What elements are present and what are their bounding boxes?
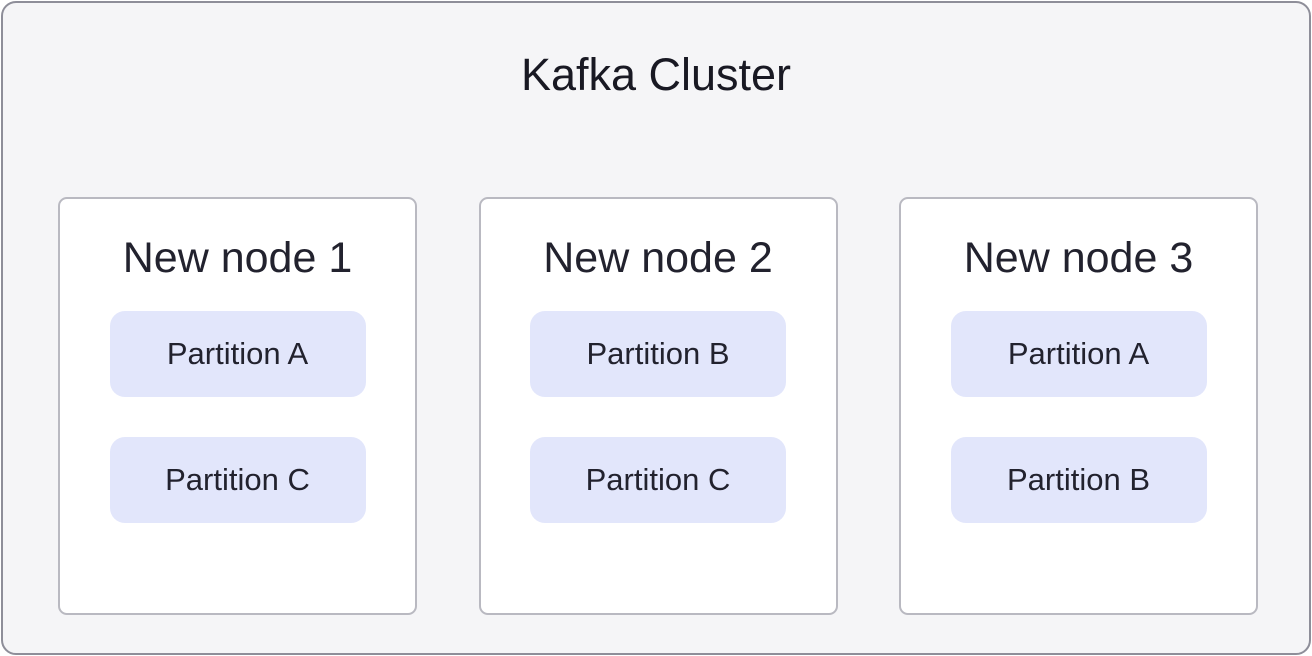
node-title: New node 3 [963, 234, 1194, 282]
page-title: Kafka Cluster [520, 49, 792, 100]
partition-pill[interactable]: Partition C [530, 437, 786, 523]
node-title: New node 1 [122, 234, 353, 282]
partition-pill[interactable]: Partition B [950, 437, 1207, 523]
partition-list: Partition B Partition C [530, 311, 786, 523]
partition-list: Partition A Partition B [950, 311, 1207, 523]
partition-pill[interactable]: Partition A [109, 311, 366, 397]
node-title: New node 2 [543, 234, 773, 282]
nodes-row: New node 1 Partition A Partition C New n… [58, 197, 1258, 615]
partition-pill[interactable]: Partition C [109, 437, 366, 523]
partition-pill[interactable]: Partition B [530, 311, 786, 397]
node-card-3[interactable]: New node 3 Partition A Partition B [899, 197, 1258, 615]
node-card-2[interactable]: New node 2 Partition B Partition C [478, 197, 838, 615]
node-card-1[interactable]: New node 1 Partition A Partition C [58, 197, 417, 615]
partition-pill[interactable]: Partition A [950, 311, 1207, 397]
partition-list: Partition A Partition C [109, 311, 366, 523]
